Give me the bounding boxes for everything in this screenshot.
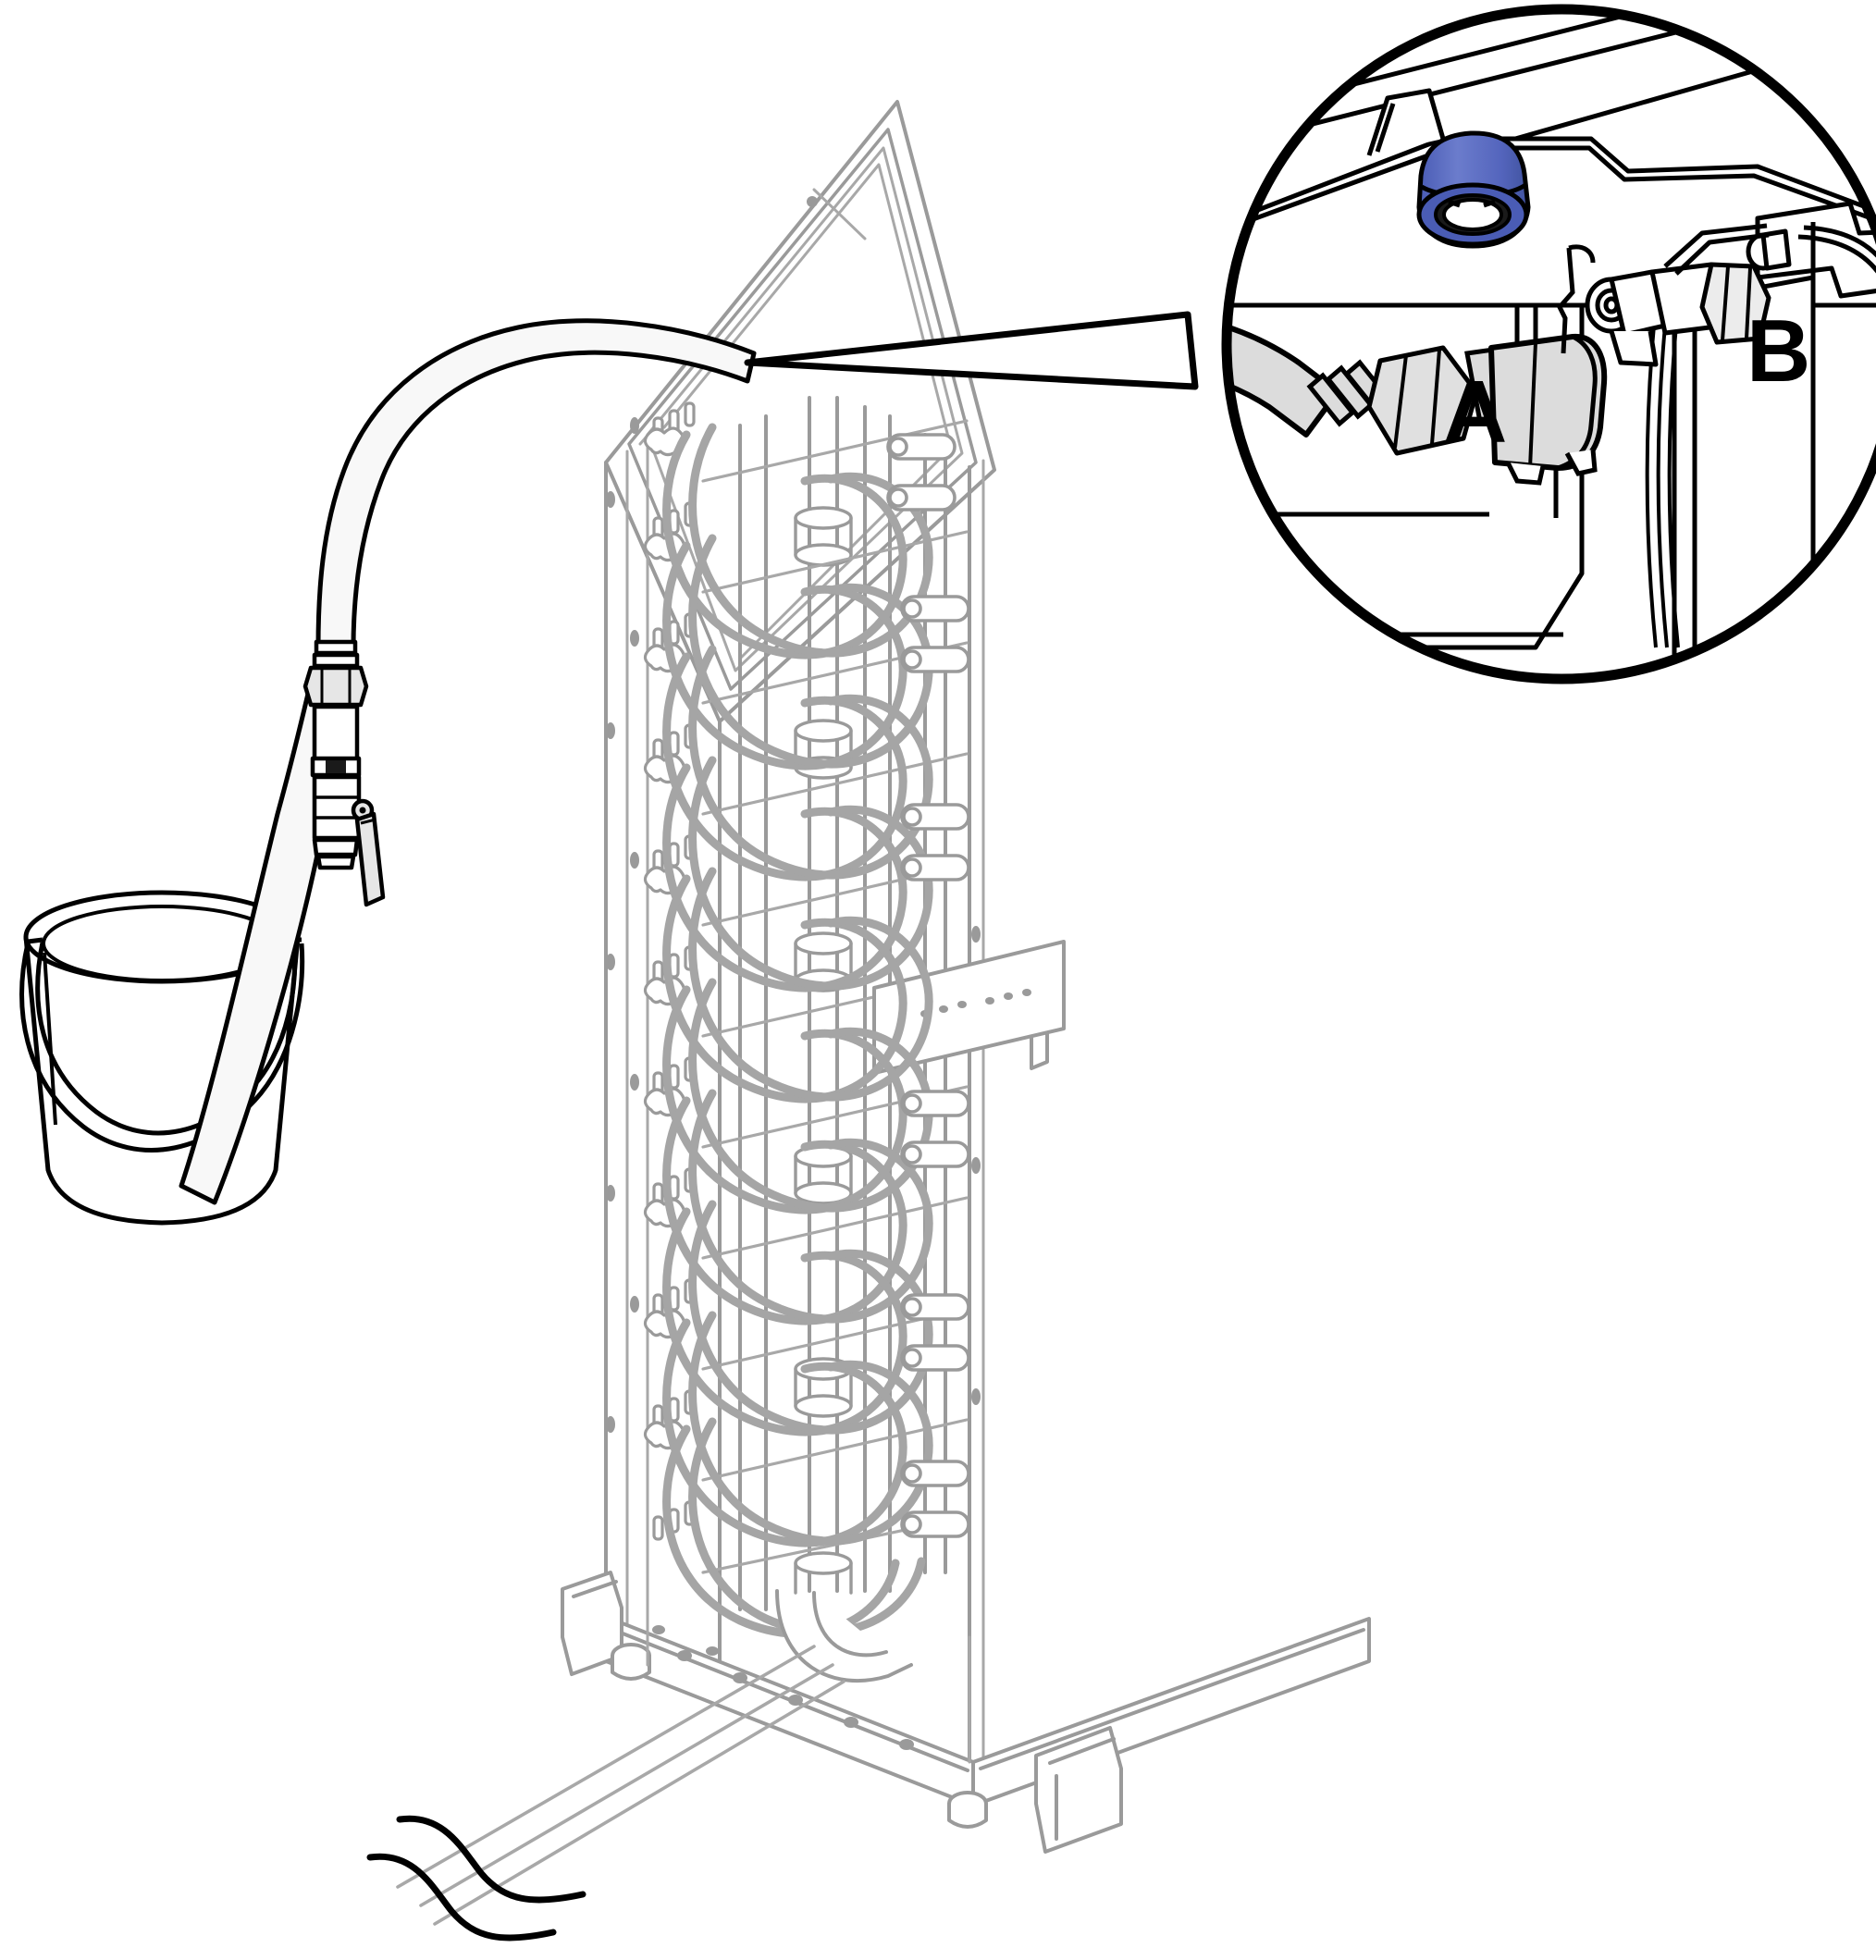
rack-coiled-hoses <box>662 423 933 1638</box>
ball-valve <box>302 639 386 907</box>
rack-rear-base-rail <box>396 1645 845 1926</box>
hose-shadow-line <box>1227 405 1228 460</box>
quick-disconnect-fitting-b <box>1585 223 1771 367</box>
drain-hose-detail <box>1227 244 1608 486</box>
rack-quick-disconnects <box>886 433 970 1538</box>
callout-label-a: A <box>1443 363 1507 462</box>
rack-right-rails <box>718 459 985 1764</box>
server-rack <box>396 100 1371 1926</box>
rack-rail-screws <box>606 417 981 1433</box>
rack-bottom-return-pipe <box>775 1589 913 1683</box>
rack-cable-cutouts <box>643 426 686 1450</box>
detail-magnifier: A B <box>1221 4 1876 684</box>
blue-protective-cap <box>1416 130 1531 249</box>
callout-label-b: B <box>1746 302 1810 401</box>
detail-circle-outline <box>1221 4 1876 684</box>
rack-left-rails <box>604 438 649 1650</box>
leader-cone <box>744 311 1199 390</box>
break-line-s-curves <box>366 1815 586 1942</box>
rack-base-assembly <box>561 1571 1371 1854</box>
